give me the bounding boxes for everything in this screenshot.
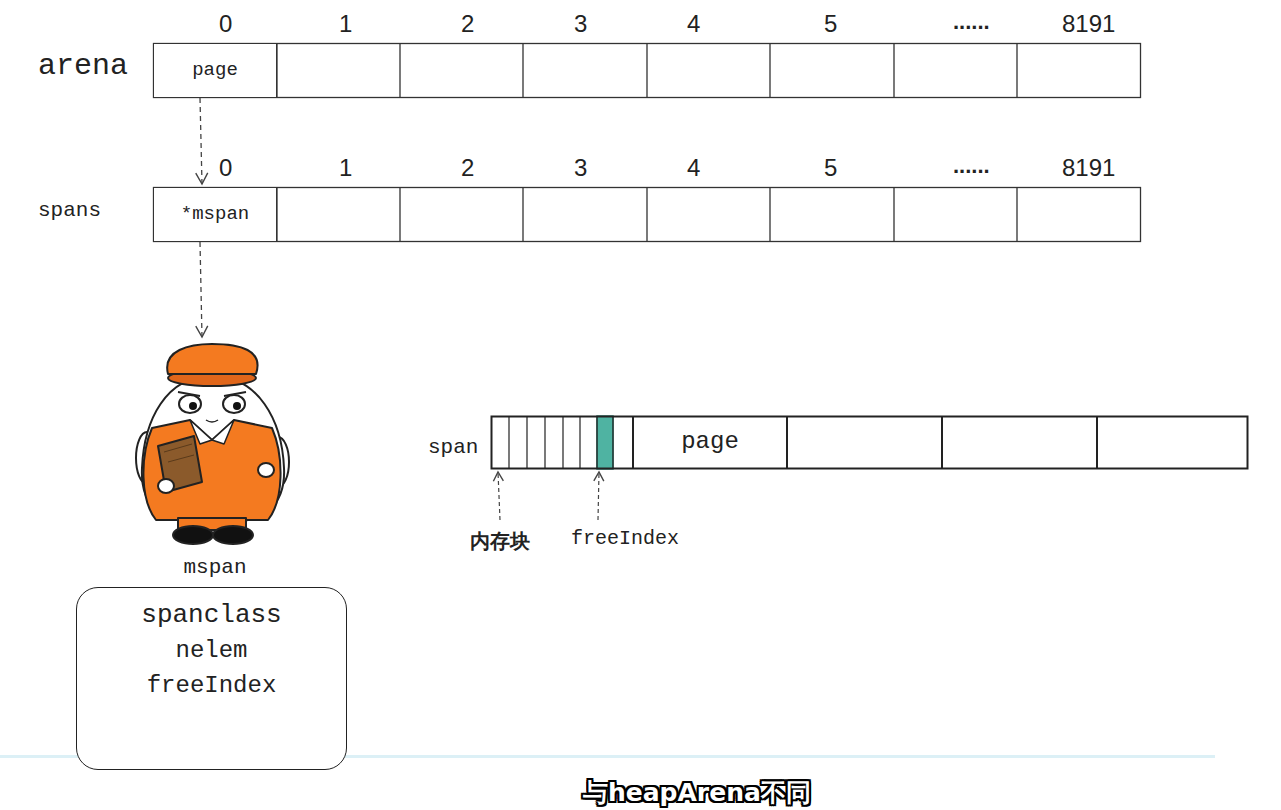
index-number: 4 xyxy=(687,10,700,38)
collar xyxy=(190,420,234,444)
mspan-figure xyxy=(136,344,289,544)
subtitle: 与heapArena不同 xyxy=(583,776,811,809)
node-text: page xyxy=(681,428,739,457)
free-block xyxy=(597,416,613,469)
node-text: *mspan xyxy=(181,203,249,226)
hat xyxy=(167,344,257,374)
arena-row xyxy=(154,43,1141,98)
ellipsis: ...... xyxy=(953,153,990,178)
index-number: 8191 xyxy=(1062,10,1115,38)
notebook xyxy=(158,436,202,492)
pupil xyxy=(189,402,197,410)
index-number: 3 xyxy=(574,154,587,182)
block-label: 内存块 xyxy=(470,530,530,553)
ellipsis: ...... xyxy=(953,9,990,34)
vest xyxy=(143,420,280,520)
node-text: nelem xyxy=(175,637,247,666)
cell-dividers xyxy=(277,187,1017,241)
pointer-label: freeIndex xyxy=(571,527,679,550)
index-number: 0 xyxy=(219,10,232,38)
index-number: 1 xyxy=(339,154,352,182)
spans-row xyxy=(154,187,1141,242)
body xyxy=(142,376,284,524)
hand xyxy=(258,463,274,477)
index-number: 5 xyxy=(824,154,837,182)
index-number: 0 xyxy=(219,154,232,182)
row-name: spans xyxy=(38,199,101,223)
node-text: spanclass xyxy=(141,600,281,631)
leader-line xyxy=(598,472,599,520)
block-dividers xyxy=(509,416,613,469)
index-number: 5 xyxy=(824,10,837,38)
index-number: 2 xyxy=(461,10,474,38)
pupil xyxy=(233,402,241,410)
node-text: page xyxy=(192,59,238,82)
span-page-cell: page xyxy=(633,416,787,469)
index-number: 1 xyxy=(339,10,352,38)
mspan-pointer-cell: *mspan xyxy=(153,187,277,242)
shoe xyxy=(213,526,253,544)
eye xyxy=(179,395,201,413)
node-text: freeIndex xyxy=(147,672,277,701)
dashed-arrow xyxy=(200,98,202,184)
notebook-lines xyxy=(164,444,194,462)
arena-page-cell: page xyxy=(153,43,277,98)
mspan-fields-box: spanclass nelem freeIndex xyxy=(76,587,347,770)
eyebrows xyxy=(178,392,246,396)
index-number: 2 xyxy=(461,154,474,182)
mspan-figure-node: mspan xyxy=(135,340,295,580)
leader-line xyxy=(498,472,500,520)
row-name: arena xyxy=(38,49,128,84)
row-outline xyxy=(154,44,1141,98)
shoe xyxy=(173,526,213,544)
page-dividers xyxy=(633,416,1097,469)
index-number: 3 xyxy=(574,10,587,38)
index-number: 8191 xyxy=(1062,154,1115,182)
hand xyxy=(158,479,174,493)
row-outline xyxy=(154,188,1141,242)
node-text: mspan xyxy=(183,555,246,580)
index-number: 4 xyxy=(687,154,700,182)
span-bar xyxy=(492,416,1248,469)
cell-dividers xyxy=(277,43,1017,97)
eye xyxy=(223,395,245,413)
bar-outline xyxy=(492,417,1248,469)
mouth xyxy=(206,420,218,422)
dashed-arrow xyxy=(200,242,202,337)
bar-name: span xyxy=(428,436,478,460)
